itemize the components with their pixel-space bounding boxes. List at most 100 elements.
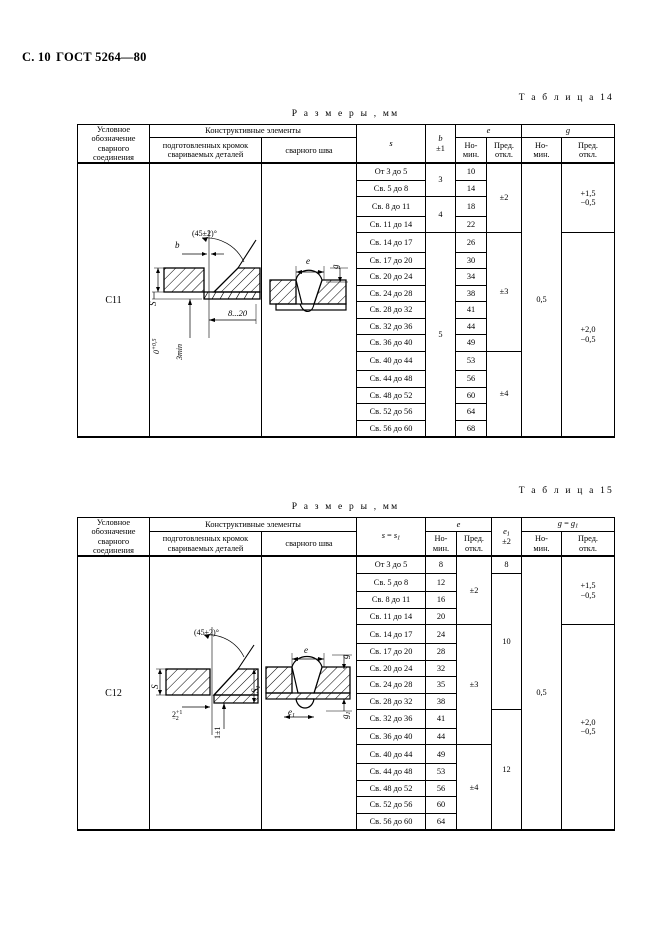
cell-s: Св. 24 до 28 — [356, 676, 426, 694]
dim-s-label: S — [150, 684, 160, 689]
cell-s: Св. 40 до 44 — [356, 744, 426, 765]
cell-e1: 12 — [491, 709, 522, 831]
cell-b: 3 — [425, 162, 456, 198]
cell-e-nominal: 16 — [425, 591, 457, 609]
th-g-deviation: Пред. откл. — [560, 531, 616, 557]
th-prepared-edges: подготовленных кромок свариваемых детале… — [149, 531, 262, 557]
dim-gap-label: 0+0,5 — [152, 339, 161, 355]
cell-e-nominal: 38 — [425, 692, 457, 711]
table-row: Св. 5 до 8 12 10 — [78, 572, 615, 711]
th-e-deviation: Пред. откл. — [456, 531, 492, 557]
table-row: Св. 32 до 36 44 — [78, 317, 615, 336]
cell-e-nominal: 56 — [425, 779, 457, 798]
cell-e-nominal: 18 — [455, 196, 487, 217]
th-b: b ±1 — [425, 124, 456, 164]
cell-e-nominal: 44 — [425, 727, 457, 746]
cell-s: Св. 56 до 60 — [356, 812, 426, 831]
th-e-nominal: Но- мин. — [455, 137, 487, 164]
cell-s: Св. 20 до 24 — [356, 659, 426, 678]
drawing-prepared-edges-c11: b S 0+0,5 3min 8...20 (45±2)° — [149, 162, 262, 438]
dim-e1-label: e1 — [288, 707, 295, 719]
dim-g-label: g — [330, 264, 340, 269]
table-14-header-row-2: подготовленных кромок свариваемых детале… — [77, 137, 615, 164]
cell-e-nominal: 12 — [425, 572, 457, 593]
cell-e-nominal: 24 — [425, 624, 457, 645]
cell-s: Св. 14 до 17 — [356, 624, 426, 645]
cell-g-deviation: +1,5 −0,5 — [561, 162, 615, 234]
table-row: Св. 40 до 44 49 ±4 — [78, 744, 615, 831]
th-g-nominal: Но- мин. — [521, 531, 562, 557]
table-14: Условное обозначение сварного соединения… — [77, 123, 615, 438]
cell-g-deviation: +2,0 −0,5 — [560, 624, 616, 831]
cell-e-nominal: 26 — [455, 232, 487, 253]
dim-min-label: 3min — [175, 344, 184, 361]
table-row: Св. 17 до 20 30 — [78, 251, 615, 270]
cell-s: Св. 48 до 52 — [356, 779, 426, 798]
dim-angle-label: (45±2)° — [192, 229, 217, 238]
cell-e-nominal: 53 — [425, 763, 457, 781]
cell-e-deviation: ±2 — [486, 162, 522, 234]
cell-e-nominal: 35 — [425, 676, 457, 694]
dim-g1-label: g1 — [340, 712, 352, 720]
cell-e1: 8 — [491, 555, 522, 574]
cell-e-nominal: 68 — [455, 419, 487, 438]
cell-s: Св. 52 до 56 — [356, 796, 426, 814]
th-constructive-elements: Конструктивные элементы — [149, 123, 357, 139]
table-row: Св. 8 до 11 16 — [78, 591, 615, 609]
cell-e-nominal: 41 — [425, 709, 457, 729]
cell-e-nominal: 32 — [425, 659, 457, 678]
cell-s: Св. 8 до 11 — [356, 591, 426, 609]
drawing-weld-seam-c11: e g — [261, 162, 357, 438]
table-row: Св. 5 до 8 14 — [78, 179, 615, 198]
th-e1: e1 ±2 — [491, 517, 522, 557]
cell-s: Св. 40 до 44 — [356, 350, 426, 372]
cell-e-nominal: 60 — [425, 796, 457, 814]
cell-e-nominal: 34 — [455, 268, 487, 286]
cell-s: Св. 28 до 32 — [356, 301, 426, 319]
joint-designation-c11: С11 — [77, 162, 150, 438]
th-weld-seam: сварного шва — [261, 531, 357, 557]
th-constructive-elements: Конструктивные элементы — [149, 516, 357, 533]
cell-s: Св. 20 до 24 — [356, 268, 426, 286]
cell-s: Св. 8 до 11 — [356, 196, 426, 217]
cell-e-nominal: 10 — [455, 162, 487, 181]
drawing-weld-seam-c12: e g g1 e1 — [261, 555, 357, 831]
th-s: s — [356, 124, 426, 164]
table-15-units-caption: Р а з м е р ы , мм — [291, 502, 400, 512]
cell-s: Св. 17 до 20 — [356, 251, 426, 270]
joint-designation-c12: С12 — [77, 555, 150, 831]
table-row: С12 — [77, 555, 616, 831]
cell-s: От 3 до 5 — [356, 162, 426, 181]
dim-b-label: b — [175, 240, 180, 250]
cell-s: Св. 48 до 52 — [356, 386, 426, 405]
standard-designation: ГОСТ 5264—80 — [56, 50, 147, 64]
table-15-header-row-2: подготовленных кромок свариваемых детале… — [77, 531, 616, 557]
table-15-number: Т а б л и ц а 15 — [518, 486, 614, 496]
table-14-header-row-1: Условное обозначение сварного соединения… — [77, 123, 615, 164]
cell-s: Св. 44 до 48 — [356, 763, 426, 781]
cell-e-nominal: 30 — [455, 251, 487, 270]
cell-s: Св. 36 до 40 — [356, 334, 426, 352]
cell-g-deviation: +1,5 −0,5 — [560, 555, 616, 626]
table-row: Св. 32 до 36 41 12 — [78, 709, 615, 831]
cell-s: Св. 24 до 28 — [356, 284, 426, 303]
cell-s: Св. 28 до 32 — [356, 692, 426, 711]
cell-e1: 10 — [491, 572, 522, 711]
table-row: Св. 48 до 52 56 — [78, 779, 615, 798]
cell-s: Св. 14 до 17 — [356, 232, 426, 253]
th-e: e — [455, 123, 522, 139]
th-g-deviation: Пред. откл. — [561, 137, 615, 164]
cell-e-nominal: 44 — [455, 317, 487, 336]
th-designation: Условное обозначение сварного соединения — [77, 124, 150, 164]
th-designation: Условное обозначение сварного соединения — [77, 517, 150, 557]
cell-g-deviation: +2,0 −0,5 — [561, 232, 615, 438]
cell-e-nominal: 20 — [425, 607, 457, 626]
cell-s: От 3 до 5 — [356, 555, 426, 574]
cell-s: Св. 36 до 40 — [356, 727, 426, 746]
table-15: Условное обозначение сварного соединения… — [77, 516, 616, 831]
cell-e-deviation: ±2 — [456, 555, 492, 626]
table-row: Св. 11 до 14 22 — [78, 215, 615, 234]
th-weld-seam: сварного шва — [261, 137, 357, 164]
table-row: Св. 40 до 44 53 ±4 — [78, 350, 615, 438]
th-g-nominal: Но- мин. — [521, 137, 562, 164]
